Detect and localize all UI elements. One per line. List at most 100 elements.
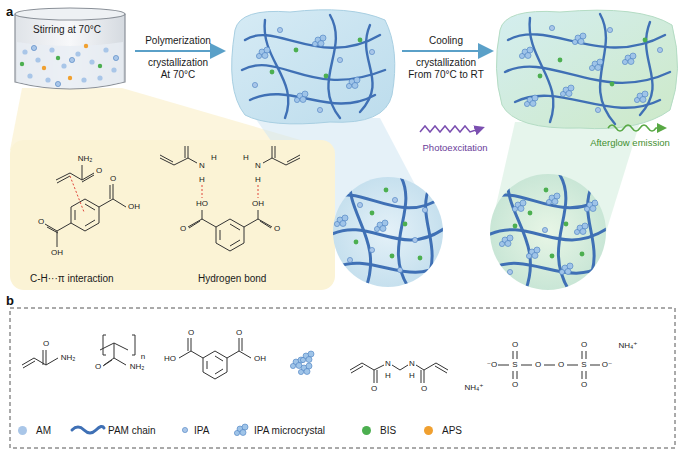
hydrogel-polymerized xyxy=(270,70,275,75)
hydrogel-polymerized xyxy=(328,15,340,118)
monomer-dots xyxy=(98,64,102,68)
node-text: Hydrogen bond xyxy=(198,273,266,284)
network-zoom-2 xyxy=(508,175,531,292)
atom-label: H xyxy=(243,154,249,163)
ipa-icon xyxy=(182,427,187,432)
monomer-dots xyxy=(55,81,60,86)
atom-label: H xyxy=(199,176,205,185)
network-zoom-2 xyxy=(488,174,608,292)
network-zoom-2 xyxy=(526,247,540,259)
network-zoom-1 xyxy=(403,222,408,227)
network-zoom-2 xyxy=(512,200,526,212)
atom-label: NH₂ xyxy=(130,363,145,372)
network-zoom-1 xyxy=(330,175,445,290)
beaker xyxy=(15,8,125,89)
chem-bond xyxy=(22,335,600,383)
chem-bond xyxy=(216,219,244,251)
atom-label: N xyxy=(385,360,391,369)
hydrogel-polymerized xyxy=(369,49,374,54)
monomer-dots xyxy=(89,59,94,64)
monomer-dots xyxy=(103,47,108,52)
atom-label: O xyxy=(188,329,194,338)
atom-label: O xyxy=(535,361,541,370)
hydrogel-cooled xyxy=(505,14,670,124)
monomer-dots xyxy=(61,63,66,68)
hydrogel-cooled xyxy=(549,25,554,30)
hydrogel-polymerized xyxy=(277,27,282,32)
process-label: Cooling xyxy=(429,35,463,46)
monomer-dots xyxy=(22,49,27,54)
chem-bond xyxy=(45,165,126,247)
network-zoom-2 xyxy=(559,263,573,275)
atom-label: O xyxy=(43,340,49,349)
hydrogel-cooled xyxy=(595,107,600,112)
chem-bond xyxy=(227,338,251,358)
light-label: Photoexcitation xyxy=(423,143,488,153)
microcrystal-icon xyxy=(300,351,314,363)
chem-bond xyxy=(45,223,71,247)
process-label: From 70°C to RT xyxy=(408,69,484,80)
network-zoom-1 xyxy=(334,215,348,227)
network-zoom-2 xyxy=(544,188,549,193)
network-zoom-2 xyxy=(488,175,608,292)
atom-label: O xyxy=(236,329,242,338)
atom-label: N xyxy=(255,162,261,171)
network-zoom-2 xyxy=(528,211,533,216)
atom-label: H xyxy=(385,372,391,381)
legend-swatch xyxy=(424,426,433,435)
hydrogel-polymerized xyxy=(317,107,322,112)
monomer-dots xyxy=(45,77,50,82)
atom-label: OH xyxy=(51,249,63,258)
hydrogel-cooled xyxy=(519,47,533,59)
process-arrow xyxy=(135,50,222,52)
hydrogel-polymerized xyxy=(360,25,373,112)
hydrogel-polymerized xyxy=(242,65,385,80)
monomer-dots xyxy=(20,44,119,87)
atom-label: O xyxy=(96,167,102,176)
network-zoom-1 xyxy=(350,175,371,290)
monomer-dots xyxy=(75,51,80,56)
process-arrow xyxy=(402,50,490,52)
monomer-dots xyxy=(69,57,74,62)
atom-label: N xyxy=(199,162,205,171)
chain-icon xyxy=(72,426,104,433)
chem-bond xyxy=(263,146,300,165)
network-zoom-2 xyxy=(584,200,598,212)
hydrogel-cooled xyxy=(622,53,636,65)
node-text: Stirring at 70°C xyxy=(33,24,101,35)
monomer-dots xyxy=(27,73,32,78)
microcrystal-icon xyxy=(290,351,314,375)
beaker xyxy=(15,14,125,89)
hydrogel-polymerized xyxy=(232,10,395,124)
chem-bond xyxy=(75,204,95,226)
hydrogel-cooled xyxy=(657,47,662,52)
legend-swatch xyxy=(362,426,371,435)
hydrogel-polymerized xyxy=(312,35,326,47)
chem-bond xyxy=(56,165,94,183)
hydrogel-cooled xyxy=(589,59,603,71)
network-zoom-1 xyxy=(330,175,445,290)
chem-bond xyxy=(70,176,84,212)
network-zoom-1 xyxy=(390,254,395,259)
interaction-panel xyxy=(10,140,335,290)
legend-text: IPA xyxy=(194,425,209,436)
network-zoom-1 xyxy=(374,220,388,232)
network-zoom-1 xyxy=(412,237,417,242)
process-label: Polymerization xyxy=(145,35,211,46)
hydrogel-cooled xyxy=(643,38,648,43)
network-zoom-2 xyxy=(564,222,569,227)
legend-text: AM xyxy=(36,425,51,436)
atom-label: OH xyxy=(252,200,264,209)
microcrystal-icon xyxy=(234,424,248,436)
chem-bond xyxy=(160,146,300,251)
atom-label: H xyxy=(255,176,261,185)
atom-label: H xyxy=(409,372,415,381)
network-zoom-1 xyxy=(418,256,423,261)
legend-swatch xyxy=(18,426,27,435)
atom-label: OH xyxy=(254,355,266,364)
hydrogel-cooled xyxy=(634,91,648,103)
hydrogel-polymerized xyxy=(294,91,308,103)
hydrogel-cooled xyxy=(572,33,586,45)
light-label: Afterglow emission xyxy=(590,138,670,148)
monomer-dots xyxy=(56,56,60,60)
